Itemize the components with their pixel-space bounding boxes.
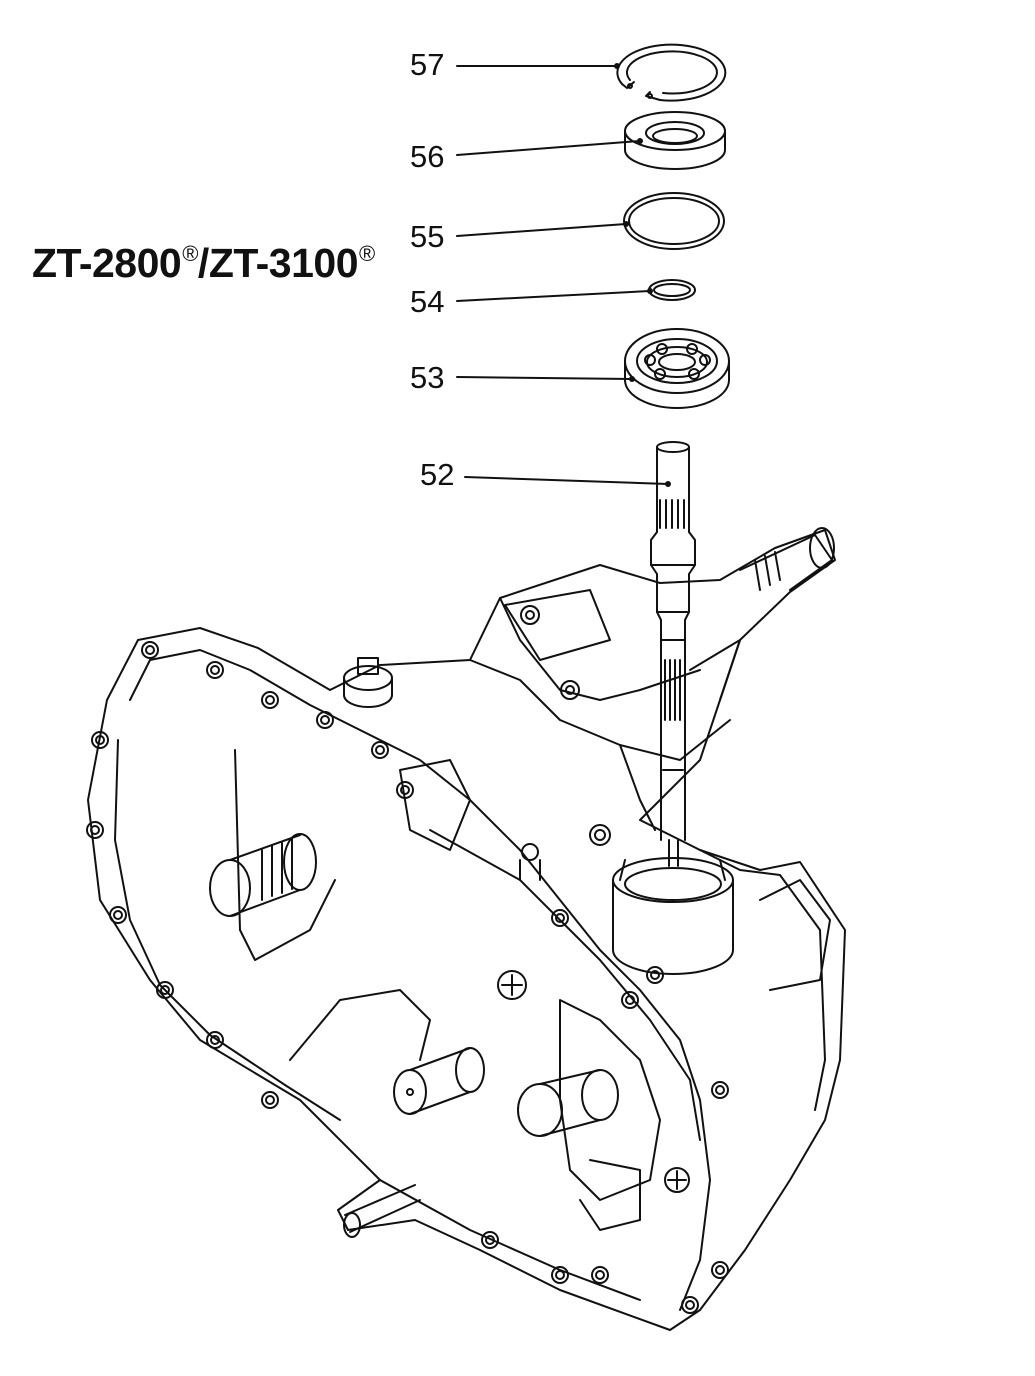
right-axle-stub [739,527,835,591]
bolt-heads [497,843,690,1193]
part-52-pump-shaft [650,441,696,867]
callout-label-55: 55 [410,219,445,254]
leader-dots [614,63,671,487]
title-separator: / [197,240,209,286]
pump-bore-boss [612,857,734,975]
registered-mark-2: ® [359,241,375,266]
part-53-ball-bearing [624,328,730,409]
callout-label-52: 52 [420,457,455,492]
title-model-2: ZT-3100 [208,240,359,286]
part-54-small-o-ring [648,279,696,301]
mounting-holes [86,605,729,1314]
front-output-shafts [343,1047,619,1238]
registered-mark-1: ® [182,241,198,266]
callout-label-56: 56 [410,139,445,174]
callout-label-53: 53 [410,360,445,395]
part-57-snap-ring [616,43,727,102]
diagram-title: ZT-2800®/ZT-3100® [32,240,375,287]
callout-label-54: 54 [410,284,445,319]
fill-plug [343,657,393,708]
transmission-housing [87,529,846,1331]
callout-label-57: 57 [410,47,445,82]
title-model-1: ZT-2800 [32,240,182,286]
left-axle-stub [209,833,317,917]
part-56-seal [624,111,726,170]
part-55-o-ring [623,192,725,250]
leader-lines [456,65,669,485]
housing-ribs [289,879,831,1231]
